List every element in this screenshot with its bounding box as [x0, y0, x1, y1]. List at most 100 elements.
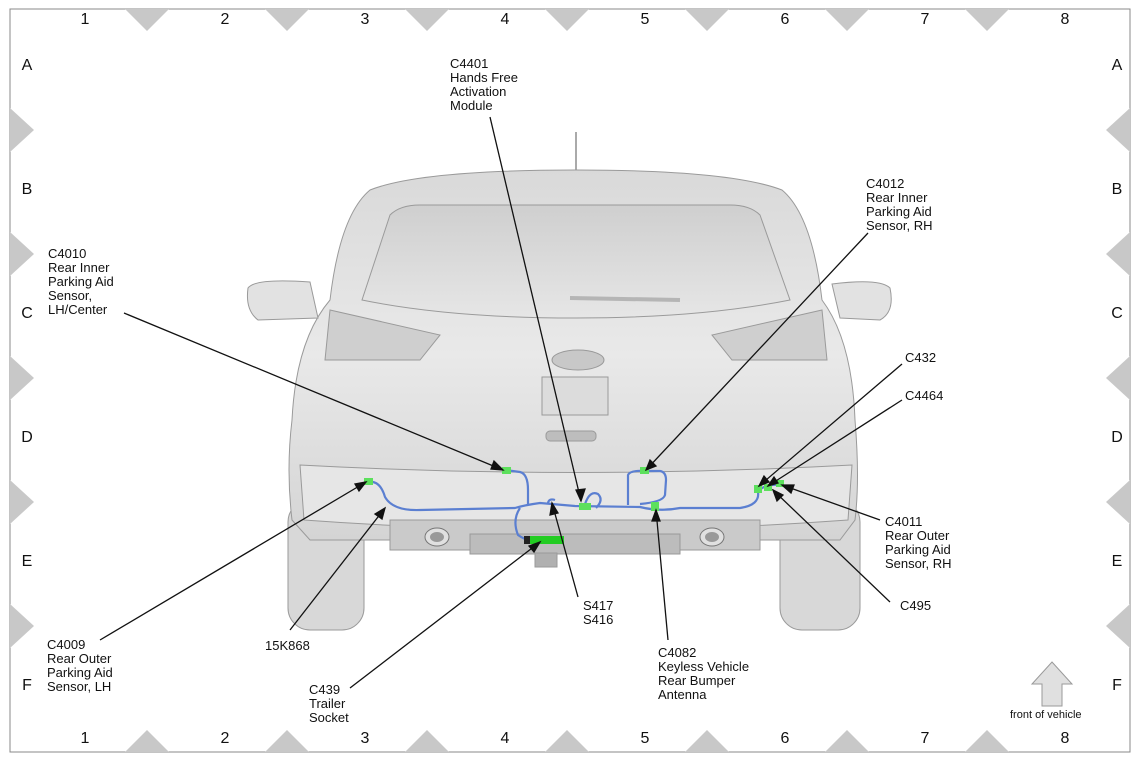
license-plate-recess	[541, 376, 609, 416]
leader-lines	[99, 116, 903, 689]
callout-c432: C432	[905, 351, 936, 365]
harness-branch-c4401-loop	[583, 492, 602, 509]
row-label-d-right: D	[1111, 429, 1123, 446]
callout-c4009-line: Parking Aid	[47, 665, 113, 680]
row-label-e-left: E	[21, 553, 33, 570]
callout-c4082-line: Keyless Vehicle	[658, 659, 750, 674]
connector-c4009	[364, 478, 373, 485]
harness-branch-c4010	[504, 468, 530, 505]
rear-window	[361, 204, 791, 319]
callout-c4464: C4464	[905, 389, 943, 403]
callout-c4012-line: C4012	[866, 176, 905, 191]
callout-c4012-line: Parking Aid	[866, 204, 932, 219]
col-label-6-top: 6	[780, 11, 790, 28]
col-label-7-top: 7	[920, 11, 930, 28]
callout-c4009-line: Rear Outer	[47, 651, 112, 666]
callout-15k868-line: 15K868	[265, 638, 310, 653]
callout-c439-line: Trailer	[309, 696, 346, 711]
callout-c4009: C4009 Rear Outer Parking Aid Sensor, LH	[47, 638, 113, 694]
row-label-a-right: A	[1111, 57, 1123, 74]
col-label-3-bottom: 3	[360, 730, 370, 747]
callout-c439-line: Socket	[309, 710, 349, 725]
col-label-4-top: 4	[500, 11, 510, 28]
front-arrow-icon	[1030, 661, 1074, 707]
connector-c439	[528, 536, 564, 544]
front-of-vehicle-label: front of vehicle	[1010, 709, 1082, 721]
col-label-3-top: 3	[360, 11, 370, 28]
connector-c4012	[640, 467, 649, 474]
callout-c4401-line: Hands Free	[450, 70, 518, 85]
grid-markers	[10, 9, 1130, 752]
row-label-b-left: B	[21, 181, 33, 198]
col-label-2-bottom: 2	[220, 730, 230, 747]
callout-c4401-line: C4401	[450, 56, 489, 71]
col-label-8-top: 8	[1060, 11, 1070, 28]
harness-branch-s417	[546, 498, 556, 504]
connector-c4401	[579, 503, 591, 510]
harness-branch-c4012	[626, 469, 668, 506]
col-label-2-top: 2	[220, 11, 230, 28]
callout-c4011-line: Sensor, RH	[885, 556, 952, 571]
callout-c4011-line: C4011	[885, 514, 923, 529]
row-label-f-right: F	[1112, 677, 1122, 694]
badge	[551, 349, 605, 371]
row-label-c-right: C	[1111, 305, 1123, 322]
callout-15k868: 15K868	[265, 639, 310, 653]
callout-c4010: C4010 Rear Inner Parking Aid Sensor, LH/…	[48, 247, 114, 317]
row-label-c-left: C	[21, 305, 33, 322]
callout-c4401-line: Activation	[450, 84, 507, 99]
col-label-4-bottom: 4	[500, 730, 510, 747]
col-label-5-bottom: 5	[640, 730, 650, 747]
col-label-8-bottom: 8	[1060, 730, 1070, 747]
callout-c4012-line: Sensor, RH	[866, 218, 933, 233]
col-label-7-bottom: 7	[920, 730, 930, 747]
callout-c4082-line: C4082	[658, 645, 697, 660]
callout-c4464-line: C4464	[905, 388, 944, 403]
callout-c4009-line: Sensor, LH	[47, 679, 112, 694]
row-label-e-right: E	[1111, 553, 1123, 570]
vehicle-rear-view	[247, 132, 892, 631]
callout-c4082-line: Rear Bumper	[658, 673, 736, 688]
callout-c4082-line: Antenna	[658, 687, 707, 702]
row-label-b-right: B	[1111, 181, 1123, 198]
callout-s417-line: S417	[583, 598, 614, 613]
callout-c4010-line: LH/Center	[48, 302, 108, 317]
callout-c4011-line: Rear Outer	[885, 528, 950, 543]
callout-s416-line: S416	[583, 612, 614, 627]
callout-c495-line: C495	[900, 598, 932, 613]
right-mirror	[831, 281, 892, 321]
callout-c4010-line: Rear Inner	[48, 260, 110, 275]
row-label-d-left: D	[21, 429, 33, 446]
callout-c4010-line: Sensor,	[48, 288, 93, 303]
callout-c432-line: C432	[905, 350, 937, 365]
connector-c4011	[776, 480, 784, 487]
callout-c4012-line: Rear Inner	[866, 190, 928, 205]
callout-c4011-line: Parking Aid	[885, 542, 951, 557]
col-label-1-bottom: 1	[80, 730, 90, 747]
callout-c439-line: C439	[309, 682, 341, 697]
col-label-5-top: 5	[640, 11, 650, 28]
left-tail-light	[324, 309, 441, 361]
callout-c495: C495	[900, 599, 931, 613]
callout-c4401: C4401 Hands Free Activation Module	[450, 57, 518, 113]
connectors	[364, 467, 784, 544]
connector-c432	[754, 485, 762, 493]
callout-c4010-line: C4010	[48, 246, 87, 261]
connector-c4010	[502, 467, 511, 474]
connector-c4082	[651, 502, 659, 511]
callout-c4082: C4082 Keyless Vehicle Rear Bumper Antenn…	[658, 646, 749, 702]
callout-s417-s416: S417 S416	[583, 599, 613, 627]
col-label-1-top: 1	[80, 11, 90, 28]
col-label-6-bottom: 6	[780, 730, 790, 747]
row-label-f-left: F	[22, 677, 32, 694]
callout-c4010-line: Parking Aid	[48, 274, 114, 289]
right-tail-light	[711, 309, 828, 361]
callout-c4009-line: C4009	[47, 637, 86, 652]
callout-c4011: C4011 Rear Outer Parking Aid Sensor, RH	[885, 515, 951, 571]
connector-c4464	[764, 484, 772, 491]
callout-c439: C439 Trailer Socket	[309, 683, 349, 725]
callout-c4401-line: Module	[450, 98, 493, 113]
callout-c4012: C4012 Rear Inner Parking Aid Sensor, RH	[866, 177, 932, 233]
row-label-a-left: A	[21, 57, 33, 74]
